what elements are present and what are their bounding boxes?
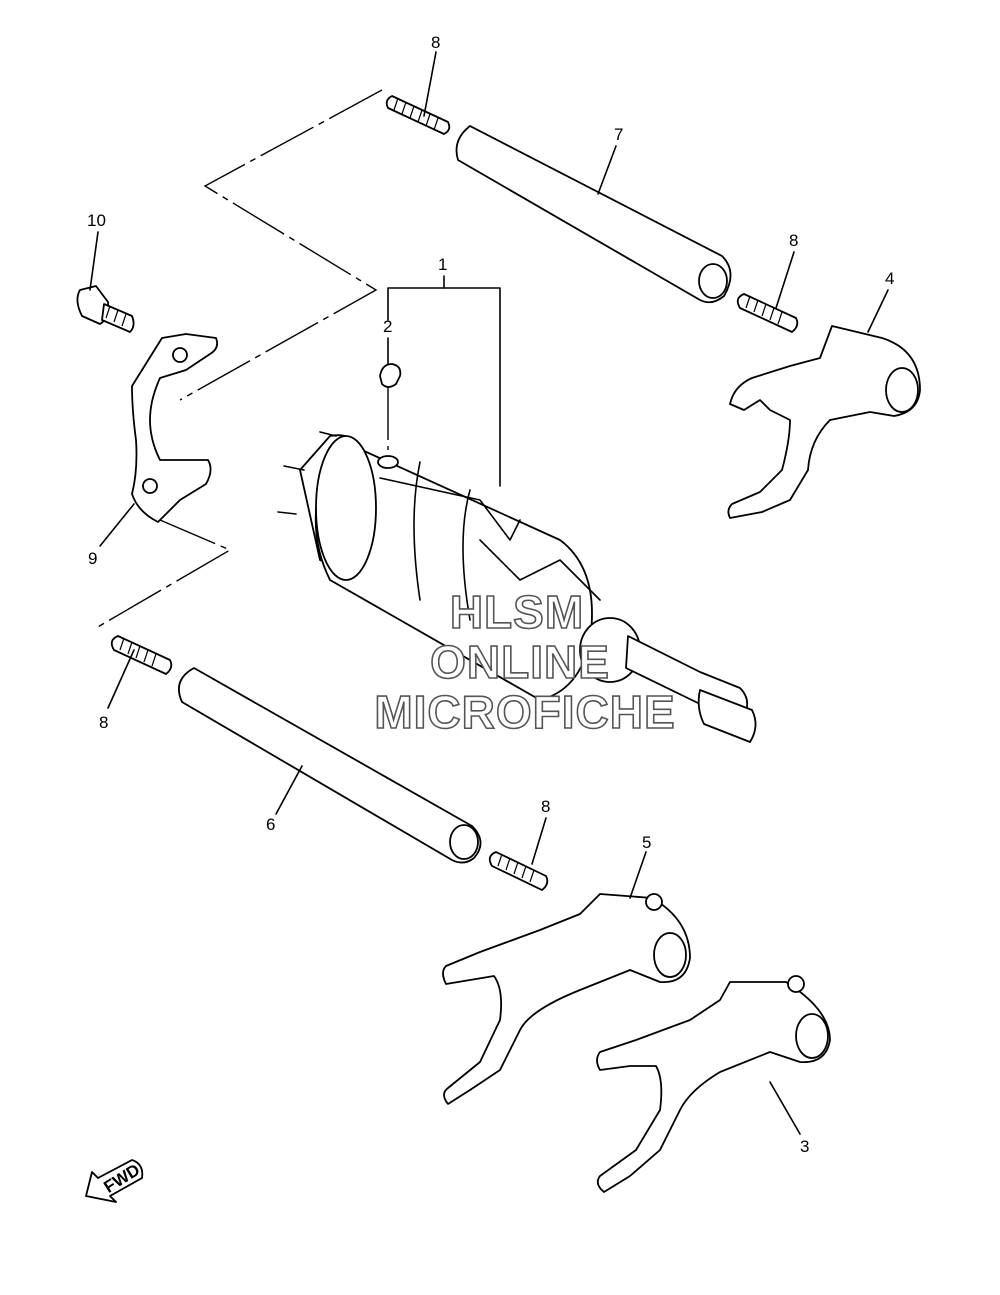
callout-labels: 8 7 8 4 1 2 10 9 8 6 8 5 3 [87,33,894,1156]
part-8-spring-top[interactable] [385,95,451,135]
part-1-shift-drum[interactable] [277,431,757,743]
callout-8-lower-left: 8 [99,713,108,732]
leader-lines [89,51,889,1135]
part-8-spring-lower-center[interactable] [488,851,549,891]
part-8-spring-right[interactable] [736,293,799,333]
watermark-line-3: MICROFICHE [374,686,675,738]
callout-8-right: 8 [789,231,798,250]
callout-8-lower-center: 8 [541,797,550,816]
watermark-line-1: HLSM [450,586,584,638]
watermark-line-2: ONLINE [430,636,610,688]
part-6-shaft-lower[interactable] [178,667,482,864]
part-10-bolt[interactable] [76,285,135,333]
part-3-shift-fork[interactable] [596,975,831,1193]
part-9-stopper-plate[interactable] [131,333,219,523]
callout-10: 10 [87,211,106,230]
watermark: HLSM ONLINE MICROFICHE [374,585,676,739]
callout-3: 3 [800,1137,809,1156]
fwd-arrow-icon: FWD [85,1159,143,1203]
callout-1: 1 [438,255,447,274]
part-2-pin[interactable] [379,363,402,388]
part-8-spring-lower-left[interactable] [110,635,173,675]
part-7-shaft-upper[interactable] [455,125,732,304]
callout-4: 4 [885,269,894,288]
part-5-shift-fork[interactable] [442,893,691,1105]
callout-7: 7 [614,125,623,144]
callout-8-top: 8 [431,33,440,52]
alignment-lines [95,89,389,629]
callout-9: 9 [88,549,97,568]
callout-6: 6 [266,815,275,834]
part-4-shift-fork[interactable] [727,325,921,519]
callout-2: 2 [383,317,392,336]
callout-5: 5 [642,833,651,852]
